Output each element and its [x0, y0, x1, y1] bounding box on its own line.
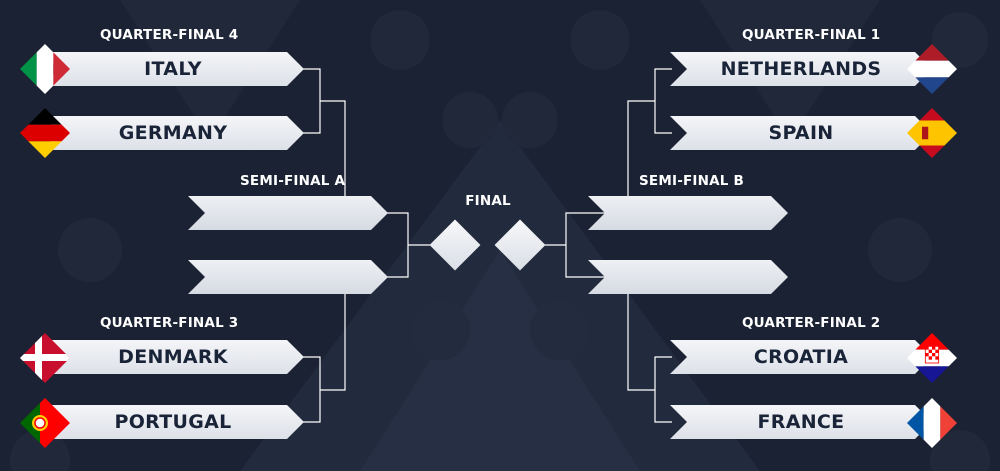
team-slot-denmark: DENMARK [42, 340, 304, 374]
team-slot-italy: ITALY [42, 52, 304, 86]
semi-final-a-label: SEMI-FINAL A [240, 173, 346, 189]
spain-flag-icon [907, 108, 957, 158]
team-slot-croatia: CROATIA [670, 340, 932, 374]
team-slot-netherlands: NETHERLANDS [670, 52, 932, 86]
final-slot-left [429, 219, 481, 271]
team-name-germany: GERMANY [118, 122, 228, 144]
quarter-final-3-label: QUARTER-FINAL 3 [100, 315, 239, 331]
quarter-final-1-label: QUARTER-FINAL 1 [742, 27, 881, 43]
team-slot-germany: GERMANY [42, 116, 304, 150]
team-slot-france: FRANCE [670, 405, 932, 439]
semi-final-b-slot-2 [588, 260, 788, 294]
semi-final-a-slot-2 [188, 260, 388, 294]
team-slot-spain: SPAIN [670, 116, 932, 150]
semi-final-b-slot-1 [588, 196, 788, 230]
quarter-final-2-label: QUARTER-FINAL 2 [742, 315, 881, 331]
team-slot-portugal: PORTUGAL [42, 405, 304, 439]
team-name-denmark: DENMARK [118, 346, 228, 368]
netherlands-flag-icon [907, 44, 957, 94]
italy-flag-icon [20, 44, 70, 94]
team-name-portugal: PORTUGAL [114, 411, 232, 433]
team-name-croatia: CROATIA [753, 346, 849, 368]
final-slot-right [494, 219, 546, 271]
semi-final-b-label: SEMI-FINAL B [639, 173, 744, 189]
team-name-spain: SPAIN [768, 122, 834, 144]
semi-final-a-slot-1 [188, 196, 388, 230]
team-name-netherlands: NETHERLANDS [720, 58, 882, 80]
team-name-italy: ITALY [144, 58, 202, 80]
final-label: FINAL [465, 193, 511, 209]
quarter-final-4-label: QUARTER-FINAL 4 [100, 27, 239, 43]
team-name-france: FRANCE [757, 411, 845, 433]
germany-flag-icon [20, 108, 70, 158]
